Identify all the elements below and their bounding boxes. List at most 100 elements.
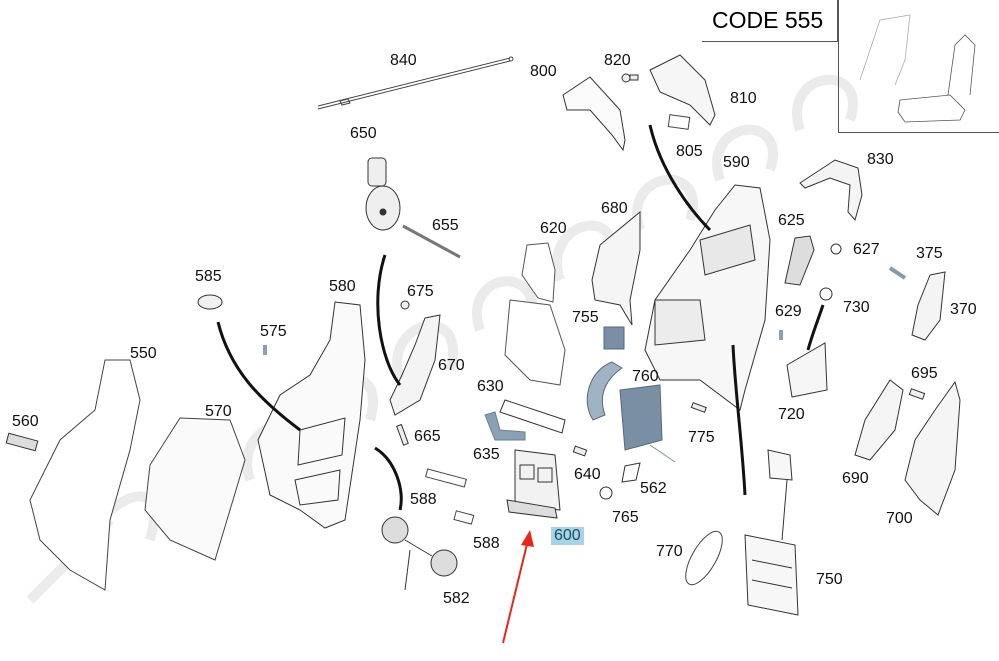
part-label-620[interactable]: 620 [540, 220, 567, 237]
part-590-frame[interactable] [644, 184, 771, 411]
part-810-trim[interactable] [649, 54, 716, 126]
part-label-800[interactable]: 800 [530, 63, 557, 80]
part-label-630[interactable]: 630 [477, 378, 504, 395]
part-375-pin[interactable] [888, 266, 907, 280]
part-629-clip[interactable] [779, 330, 783, 340]
part-label-585[interactable]: 585 [195, 268, 222, 285]
part-label-775[interactable]: 775 [688, 429, 715, 446]
part-680-panel[interactable] [591, 210, 641, 326]
seat-overview-icon [859, 14, 976, 123]
part-588-pad-b[interactable] [453, 510, 475, 525]
arrow-730-to-720 [806, 304, 825, 351]
part-640-screw[interactable] [572, 445, 588, 457]
part-690-panel[interactable] [854, 379, 904, 461]
part-560-switch[interactable] [5, 432, 39, 452]
part-575-clip[interactable] [263, 345, 267, 355]
part-830-trim[interactable] [799, 159, 863, 222]
part-label-625[interactable]: 625 [778, 212, 805, 229]
part-620-panel[interactable] [521, 242, 556, 303]
part-label-700[interactable]: 700 [886, 510, 913, 527]
part-label-830[interactable]: 830 [867, 151, 894, 168]
part-588-pad-a[interactable] [425, 468, 467, 488]
red-pointer-arrow [502, 530, 534, 644]
part-label-629[interactable]: 629 [775, 303, 802, 320]
part-label-695[interactable]: 695 [911, 365, 938, 382]
part-650-motor[interactable] [365, 157, 401, 231]
part-label-650[interactable]: 650 [350, 125, 377, 142]
part-755-module[interactable] [603, 326, 625, 350]
part-820-screw[interactable] [621, 73, 639, 83]
part-800-trim[interactable] [562, 76, 626, 152]
part-665-bolt[interactable] [396, 423, 409, 446]
part-630-bracket[interactable] [499, 399, 566, 434]
part-label-720[interactable]: 720 [778, 406, 805, 423]
part-805-pad[interactable] [667, 114, 691, 130]
part-562-pad[interactable] [621, 462, 641, 483]
part-550-cover[interactable] [29, 359, 141, 591]
part-label-575[interactable]: 575 [260, 323, 287, 340]
part-700-panel[interactable] [904, 380, 961, 516]
arrow-800-to-590 [648, 124, 712, 232]
part-730-nut[interactable] [819, 287, 833, 301]
arrow-585-to-580 [216, 321, 301, 432]
part-840-cable[interactable] [317, 56, 514, 110]
part-655-shaft[interactable] [402, 224, 461, 259]
part-label-760[interactable]: 760 [632, 368, 659, 385]
assembly-arrows [216, 124, 825, 511]
part-370-cap[interactable] [911, 271, 946, 341]
part-582-speaker[interactable] [381, 516, 458, 591]
part-label-560[interactable]: 560 [12, 413, 39, 430]
arrow-750-to-590 [731, 344, 747, 496]
part-570-cushion[interactable] [144, 417, 246, 561]
part-label-590[interactable]: 590 [723, 154, 750, 171]
part-label-635[interactable]: 635 [473, 446, 500, 463]
part-585-clip[interactable] [197, 294, 223, 310]
part-label-600[interactable]: 600 [551, 527, 584, 545]
part-label-655[interactable]: 655 [432, 217, 459, 234]
part-label-805[interactable]: 805 [676, 143, 703, 160]
part-label-840[interactable]: 840 [390, 52, 417, 69]
part-760-airbag[interactable] [586, 361, 676, 463]
part-label-582[interactable]: 582 [443, 590, 470, 607]
arrow-670 [376, 254, 402, 386]
part-625-grille[interactable] [784, 235, 815, 286]
part-shell [504, 299, 566, 386]
part-635-bracket[interactable] [484, 411, 526, 441]
part-label-375[interactable]: 375 [916, 245, 943, 262]
part-label-370[interactable]: 370 [950, 301, 977, 318]
part-775-screw[interactable] [690, 402, 707, 413]
code-label: CODE 555 [702, 0, 838, 42]
part-label-570[interactable]: 570 [205, 403, 232, 420]
part-label-680[interactable]: 680 [601, 200, 628, 217]
part-label-588b[interactable]: 588 [473, 535, 500, 552]
part-label-550[interactable]: 550 [130, 345, 157, 362]
part-580-cover[interactable] [257, 301, 366, 529]
part-695-screw[interactable] [908, 388, 926, 400]
arrow-580-to-582 [374, 446, 403, 511]
part-750-mat[interactable] [744, 449, 799, 616]
part-720-bracket[interactable] [786, 342, 828, 398]
part-label-750[interactable]: 750 [816, 571, 843, 588]
part-label-562[interactable]: 562 [640, 480, 667, 497]
part-label-675[interactable]: 675 [407, 283, 434, 300]
part-label-765[interactable]: 765 [612, 509, 639, 526]
part-675-screw[interactable] [400, 300, 410, 310]
part-770-pad[interactable] [679, 526, 730, 590]
part-label-627[interactable]: 627 [853, 241, 880, 258]
part-600-module[interactable] [506, 449, 561, 519]
part-label-665[interactable]: 665 [414, 428, 441, 445]
part-label-588[interactable]: 588 [410, 491, 437, 508]
part-label-690[interactable]: 690 [842, 470, 869, 487]
part-670-bracket[interactable] [389, 314, 441, 416]
part-label-640[interactable]: 640 [574, 466, 601, 483]
part-label-670[interactable]: 670 [438, 357, 465, 374]
part-765-cap[interactable] [599, 486, 613, 500]
part-label-770[interactable]: 770 [656, 543, 683, 560]
part-label-820[interactable]: 820 [604, 52, 631, 69]
part-label-730[interactable]: 730 [843, 299, 870, 316]
part-label-810[interactable]: 810 [730, 90, 757, 107]
part-label-755[interactable]: 755 [572, 309, 599, 326]
part-627-nut[interactable] [830, 243, 842, 255]
part-label-580[interactable]: 580 [329, 278, 356, 295]
